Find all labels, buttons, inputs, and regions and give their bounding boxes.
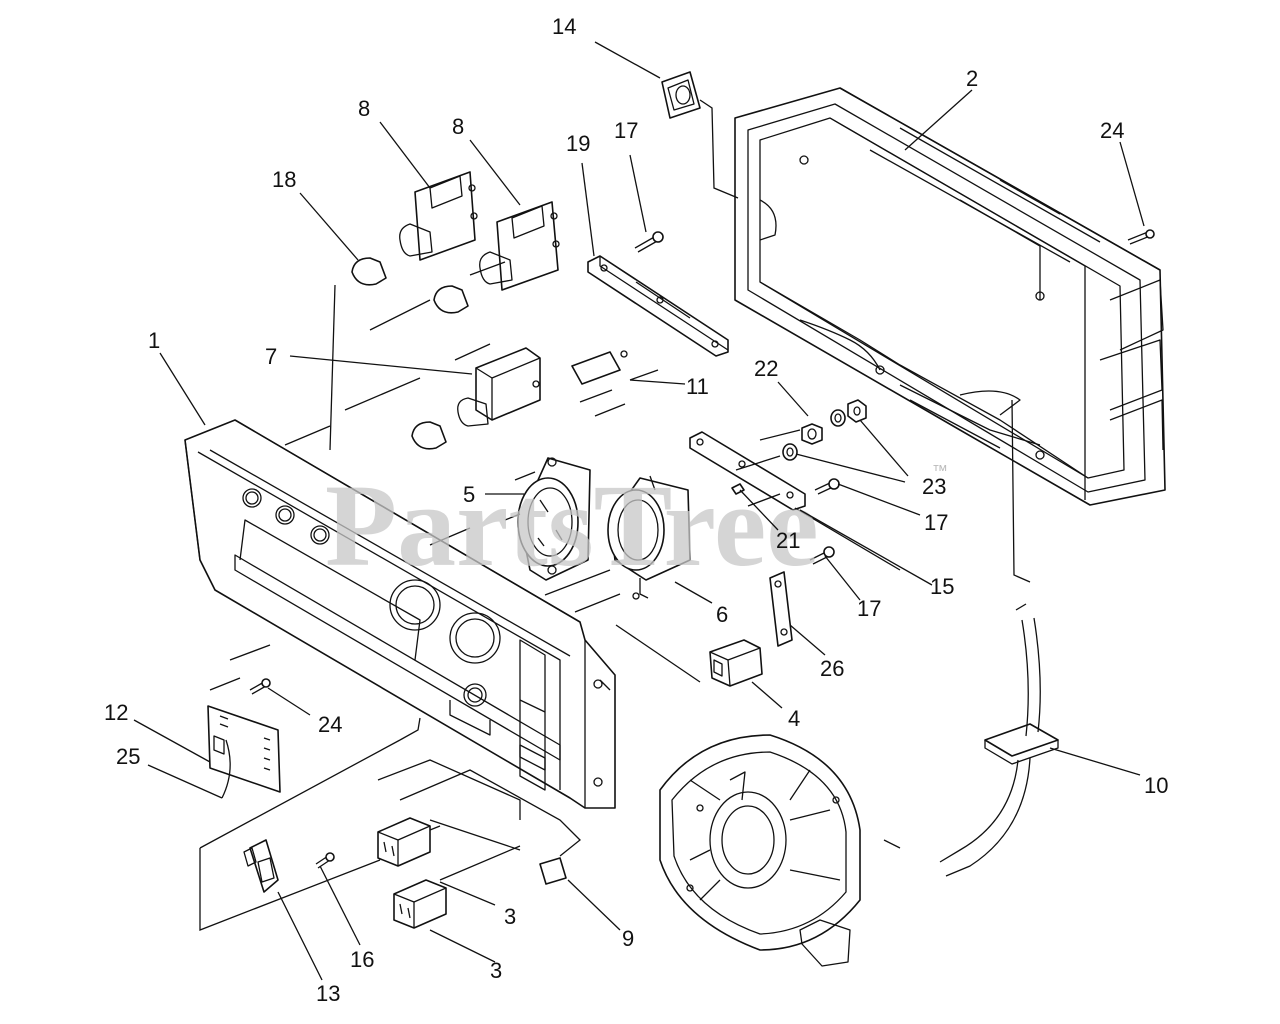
part-bracket-15[interactable]: [689, 431, 806, 511]
callout-5: 5: [463, 482, 475, 507]
callout-16: 16: [350, 947, 374, 972]
part-strap-26[interactable]: [769, 571, 793, 647]
callout-12: 12: [104, 700, 128, 725]
callout-26: 26: [820, 656, 844, 681]
callout-24b: 24: [318, 712, 342, 737]
part-outlet-3a[interactable]: [377, 817, 441, 867]
part-bracket-19[interactable]: [587, 255, 729, 357]
part-hardware[interactable]: [249, 229, 1155, 869]
callout-labels: 1 2 3 3 4 5 6 7 8 8 9 10 11 12 13 14 15 …: [104, 14, 1168, 1006]
callout-19: 19: [566, 131, 590, 156]
part-circuit-board-12[interactable]: [207, 705, 281, 799]
part-switch-8b[interactable]: [479, 201, 560, 291]
callout-24a: 24: [1100, 118, 1124, 143]
part-outlet-3b[interactable]: [393, 879, 447, 929]
callout-8a: 8: [358, 96, 370, 121]
callout-3a: 3: [504, 904, 516, 929]
callout-21: 21: [776, 528, 800, 553]
callout-22: 22: [754, 356, 778, 381]
callout-15: 15: [930, 574, 954, 599]
callout-1: 1: [148, 328, 160, 353]
callout-8b: 8: [452, 114, 464, 139]
callout-18: 18: [272, 167, 296, 192]
part-switch-8a[interactable]: [399, 171, 478, 261]
part-receptacle-6[interactable]: [607, 475, 691, 600]
callout-23: 23: [922, 474, 946, 499]
watermark-text: PartsTree: [325, 460, 819, 591]
callout-13: 13: [316, 981, 340, 1006]
assembly-lines: [199, 261, 901, 931]
callout-10: 10: [1144, 773, 1168, 798]
part-receptacle-5[interactable]: [517, 457, 591, 581]
callout-7: 7: [265, 344, 277, 369]
callout-17a: 17: [614, 118, 638, 143]
part-breaker-7[interactable]: [411, 347, 541, 450]
callout-25: 25: [116, 744, 140, 769]
part-fuse-holder-13[interactable]: [243, 839, 279, 893]
watermark-trademark: ™: [932, 463, 948, 480]
part-switch-4[interactable]: [709, 639, 763, 687]
callout-11: 11: [686, 374, 709, 399]
callout-4: 4: [788, 706, 800, 731]
part-fan-shroud[interactable]: [659, 734, 901, 967]
part-plate-11[interactable]: [571, 350, 628, 385]
part-rear-housing[interactable]: [734, 87, 1166, 506]
callout-2: 2: [966, 66, 978, 91]
part-block-9[interactable]: [539, 857, 567, 885]
callout-3b: 3: [490, 958, 502, 983]
part-cord-10[interactable]: [939, 399, 1059, 877]
watermark: PartsTree ™: [325, 460, 948, 591]
part-knob-18[interactable]: [351, 257, 469, 314]
part-control-panel[interactable]: [184, 419, 616, 809]
callout-17c: 17: [857, 596, 881, 621]
callout-6: 6: [716, 602, 728, 627]
callout-17b: 17: [924, 510, 948, 535]
callout-14: 14: [552, 14, 576, 39]
part-grommet-14[interactable]: [661, 71, 739, 199]
leader-lines: [133, 41, 1145, 981]
callout-9: 9: [622, 926, 634, 951]
